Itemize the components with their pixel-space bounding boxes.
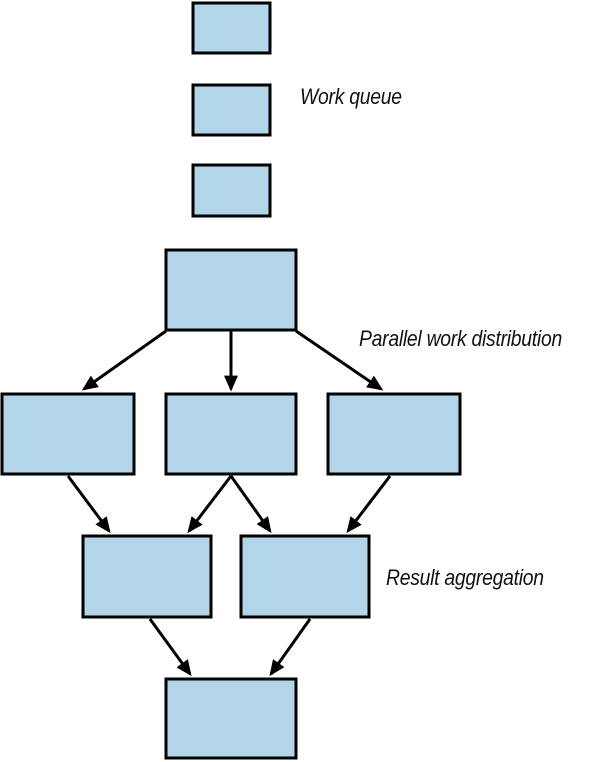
distributor-node [164,248,298,332]
aggregator-node-1 [81,534,213,619]
worker-node-2 [164,392,298,476]
arrow-distributor-to-worker-1 [81,329,167,391]
arrow-worker-1-to-aggregator-1 [66,475,111,534]
arrow-aggregator-1-to-final [148,618,192,677]
worker-node-1 [0,392,136,476]
queue-item-2 [191,83,272,137]
worker-node-3 [326,392,462,476]
label-parallel-work-distribution: Parallel work distribution [359,326,562,351]
worker-row-group [0,392,462,476]
queue-item-1 [191,1,272,55]
final-result-node [164,677,298,760]
arrow-aggregator-2-to-final [269,618,312,677]
queue-item-3 [191,163,272,218]
work-queue-group [191,1,272,218]
label-result-aggregation: Result aggregation [386,565,544,590]
arrow-worker-3-to-aggregator-2 [346,475,392,534]
arrow-worker-2-to-aggregator-1 [187,475,233,534]
arrow-distributor-to-worker-3 [295,329,384,391]
arrow-worker-2-to-aggregator-2 [229,475,272,534]
aggregator-row-group [81,534,371,619]
aggregator-node-2 [239,534,371,619]
label-work-queue: Work queue [300,84,402,109]
